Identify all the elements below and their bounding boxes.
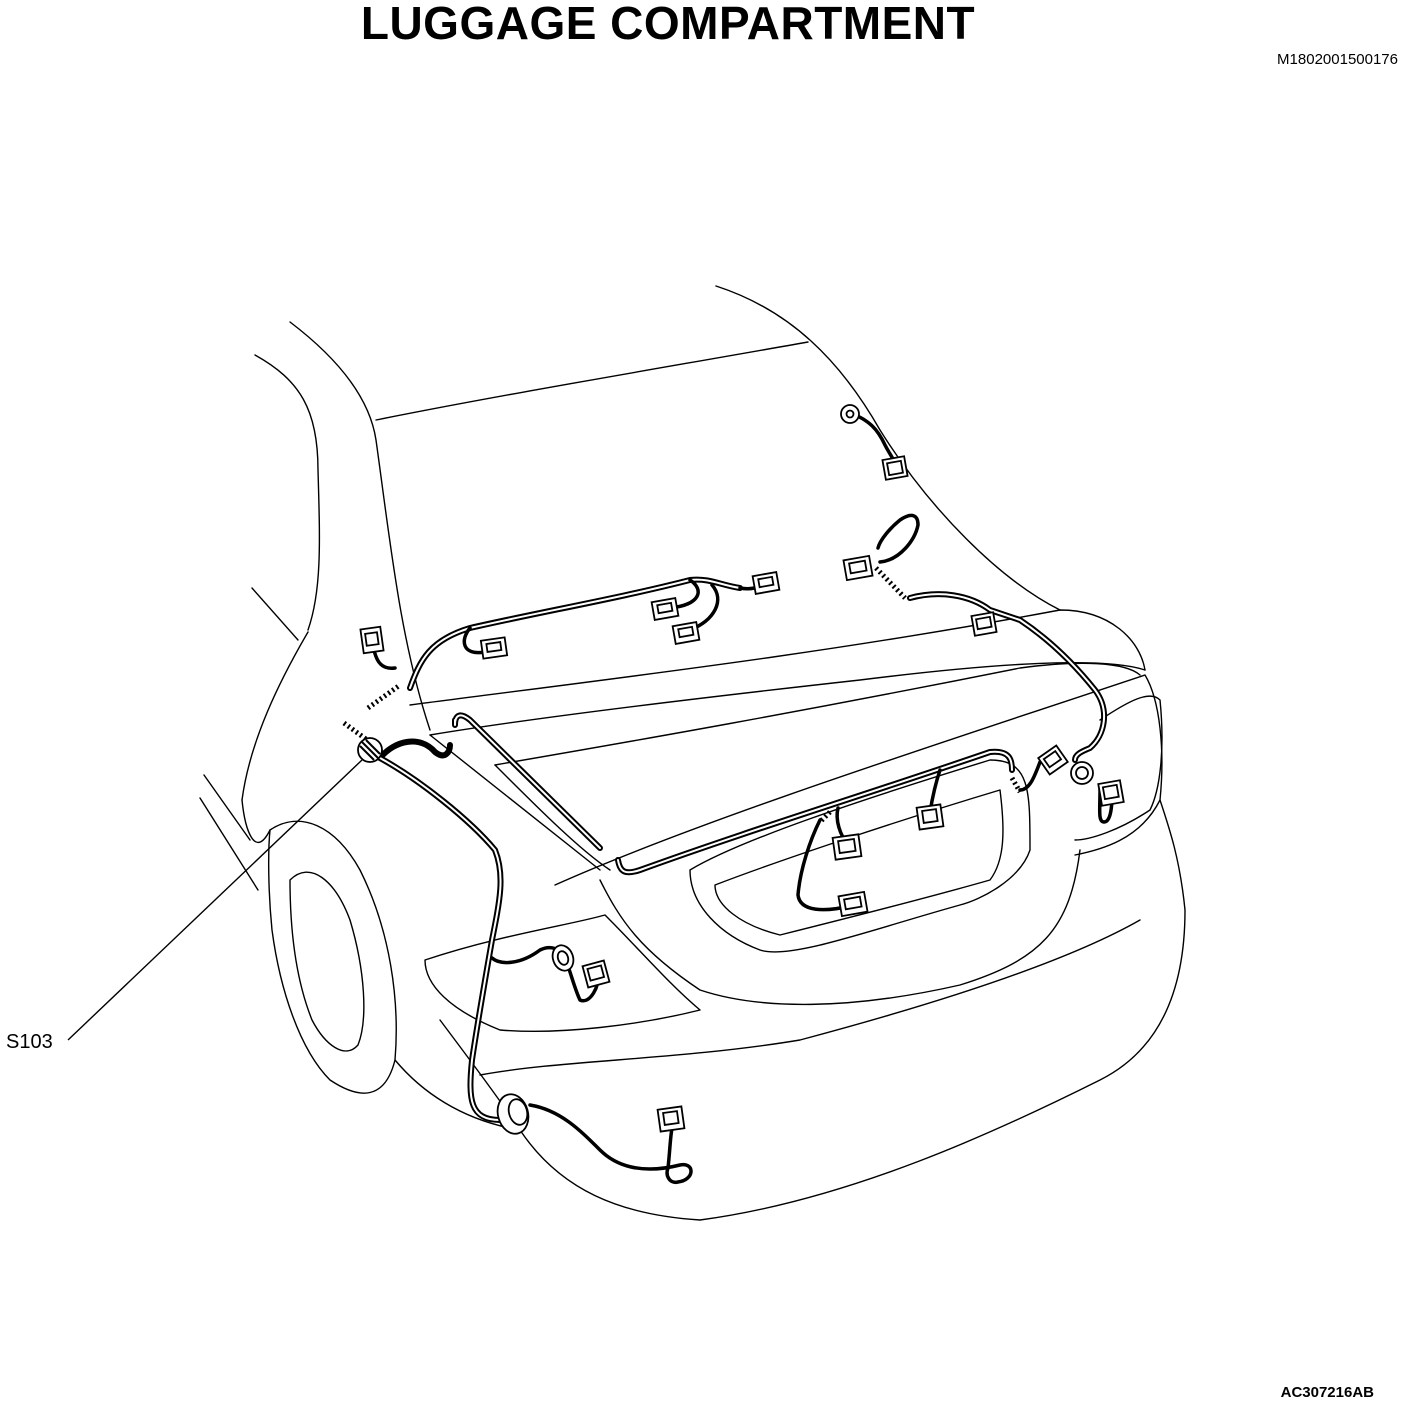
connector-left-lamp <box>581 959 611 989</box>
grommet-left-lamp <box>551 944 575 972</box>
document-id: M1802001500176 <box>1277 51 1398 68</box>
connector-bumper <box>656 1105 686 1133</box>
wire-harness-main <box>377 576 1108 1123</box>
connector-license-lamp <box>837 890 869 918</box>
connector-package-tray-1 <box>479 636 509 660</box>
connector-lid-center-2 <box>831 833 863 861</box>
s103-leader-line <box>67 759 363 1041</box>
connector-package-tray-4 <box>751 571 781 595</box>
connectors <box>359 404 1125 1135</box>
connector-right-lamp <box>1097 779 1125 807</box>
connector-package-tray-3 <box>671 621 701 645</box>
connector-lid-center-1 <box>915 803 945 831</box>
connector-package-tray-2 <box>650 597 680 621</box>
page-title: LUGGAGE COMPARTMENT <box>360 0 976 49</box>
grommet-right <box>1070 761 1094 785</box>
splice-s103-marker <box>67 737 383 1041</box>
connector-left-pillar <box>359 625 385 655</box>
ground-terminal-roof <box>840 404 860 424</box>
connector-lid-right <box>1037 744 1069 776</box>
vehicle-body-outline <box>199 285 1186 1221</box>
connector-high-mount <box>842 554 874 582</box>
connector-roof <box>881 455 909 481</box>
connector-right-tray <box>970 611 998 637</box>
splice-label-s103: S103 <box>6 1031 53 1053</box>
figure-id: AC307216AB <box>1280 1384 1374 1401</box>
grommet-bumper <box>496 1093 530 1135</box>
